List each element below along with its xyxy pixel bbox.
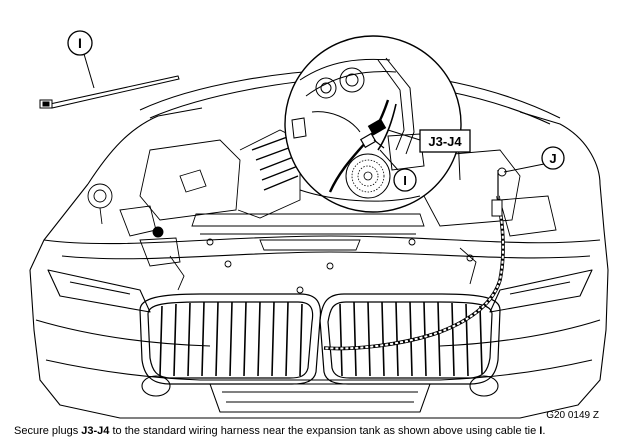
expansion-tank-cap (345, 153, 391, 199)
callout-cable-tie-top: I (67, 30, 95, 89)
caption-text-1: Secure plugs (14, 425, 82, 437)
figure-code: G20 0149 Z (546, 410, 599, 421)
callout-label-cable-tie-top: I (78, 35, 82, 51)
callout-plugs: J3-J4 (387, 129, 471, 153)
callout-label-plugs: J3-J4 (428, 134, 462, 149)
engine-bay-components (87, 129, 557, 294)
wiring-harness-route (323, 167, 507, 351)
caption-text-2: to the standard wiring harness near the … (109, 425, 540, 437)
caption-cable-tie-ref: I (539, 425, 543, 437)
detail-inset (284, 35, 462, 213)
callout-cable-tie-inset: I (379, 149, 417, 192)
grille-slats (159, 301, 483, 377)
callout-label-j-connector: J (549, 151, 556, 166)
callout-label-cable-tie-inset: I (403, 173, 407, 188)
caption-text-3: . (542, 425, 546, 437)
plug-connectors (328, 99, 397, 193)
callout-j-connector: J (503, 146, 565, 173)
kidney-grille (139, 293, 501, 385)
caption-plugs-ref: J3-J4 (81, 425, 110, 437)
figure-caption: Secure plugs J3-J4 to the standard wirin… (14, 425, 624, 437)
cable-tie-illustration (39, 75, 180, 109)
